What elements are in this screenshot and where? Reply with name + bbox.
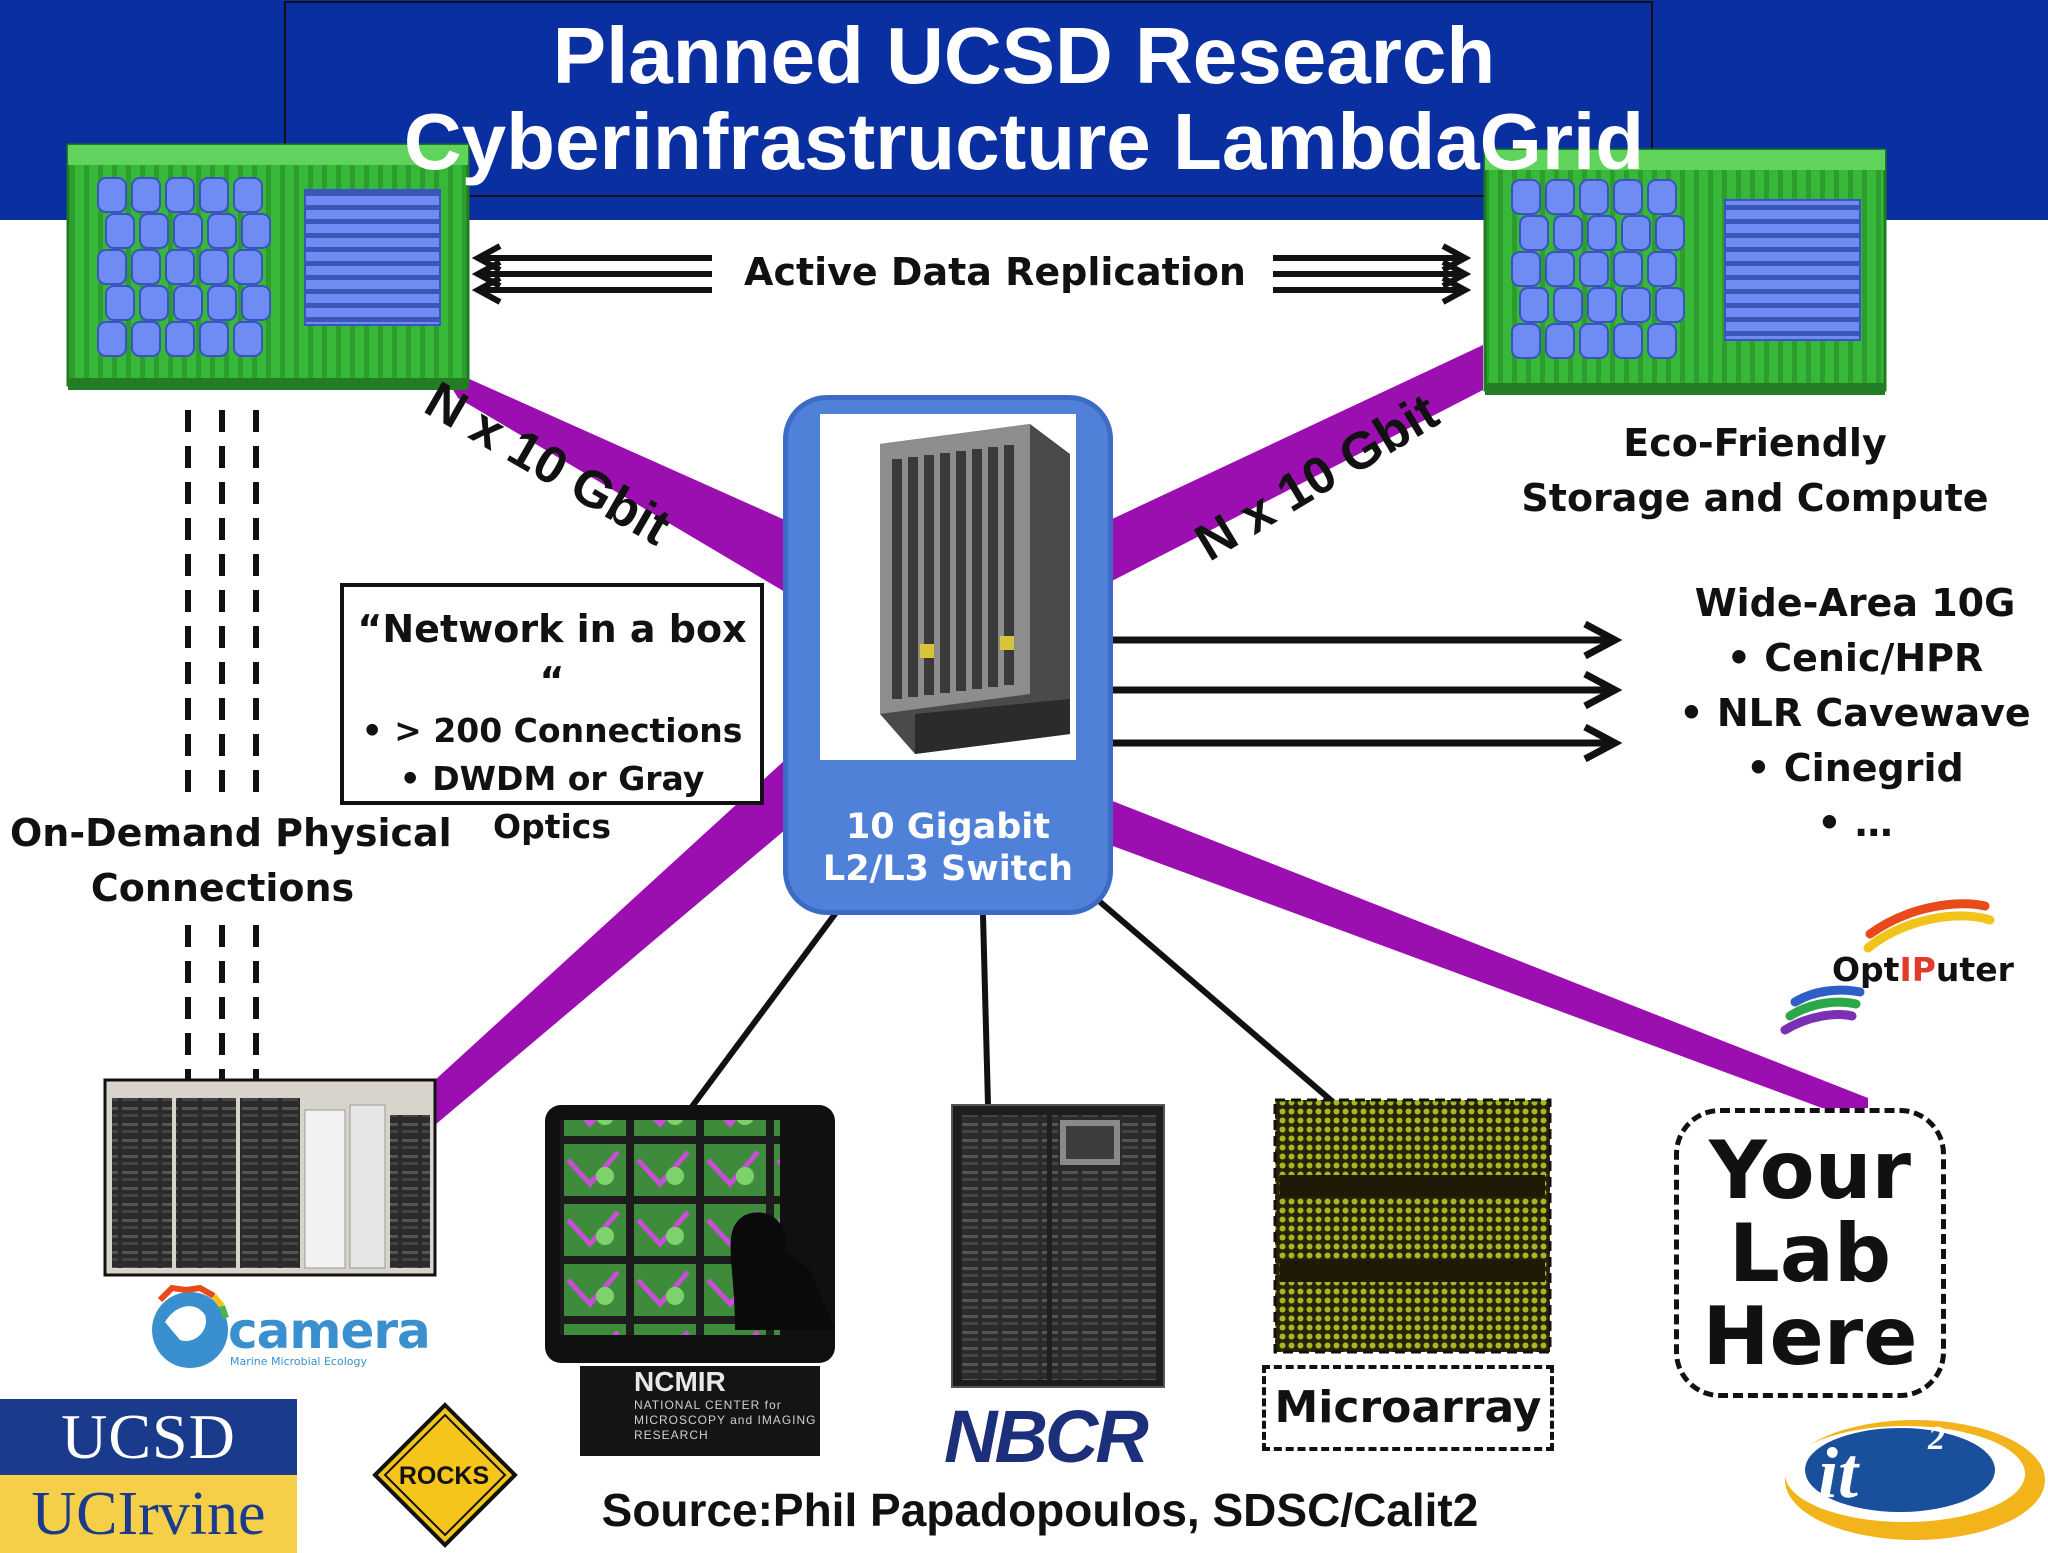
replication-label: Active Data Replication <box>744 250 1246 294</box>
optiputer-logo-text: OptIPuter <box>1832 950 2014 989</box>
ondemand-label-line2: Connections <box>90 866 355 910</box>
optiputer-pre: Opt <box>1832 950 1900 989</box>
camera-logo-text: camera <box>228 1302 431 1360</box>
widearea-item: • NLR Cavewave <box>1679 691 2031 735</box>
camera-logo <box>152 1284 229 1368</box>
title-frame <box>284 1 1653 197</box>
optiputer-swoosh <box>1780 899 1995 1035</box>
switch-chassis-icon <box>880 424 1070 754</box>
rocks-logo-text: ROCKS <box>398 1462 490 1490</box>
wide-area-arrows <box>1110 620 1623 763</box>
ucirvine-logo-text: UCIrvine <box>0 1475 297 1553</box>
nbcr-logo: NBCR <box>944 1395 1149 1478</box>
ncmir-logo <box>580 1366 820 1456</box>
site-connectors <box>685 892 1342 1114</box>
network-in-a-box-callout: “Network in a box “ • > 200 Connections … <box>340 583 764 846</box>
storage-container-right <box>1483 148 1887 395</box>
netbox-item: • DWDM or Gray <box>399 759 705 798</box>
your-lab-here-box: Your Lab Here <box>1674 1108 1946 1398</box>
widearea-title: Wide-Area 10G <box>1694 581 2016 625</box>
link-left-container <box>438 365 785 592</box>
ondemand-label-line1: On-Demand Physical <box>10 811 452 855</box>
ncmir-display-photo <box>545 1105 835 1363</box>
link-your-lab <box>1110 800 1868 1125</box>
camera-cluster-photo <box>103 1078 437 1277</box>
storage-container-left <box>66 143 470 390</box>
netbox-item: • > 200 Connections <box>361 711 743 750</box>
rocks-logo <box>372 1402 518 1548</box>
ncmir-logo-text: NCMIR <box>634 1366 726 1397</box>
link-right-container <box>1110 345 1483 582</box>
ucsd-logo-text: UCSD <box>0 1399 297 1475</box>
microarray-photo <box>1273 1098 1552 1354</box>
netbox-item: Optics <box>493 807 611 846</box>
slide-title-line1: Planned UCSD Research <box>552 11 1496 100</box>
switch-label-line2: L2/L3 Switch <box>822 849 1074 889</box>
ncmir-logo-description: NATIONAL CENTER for MICROSCOPY and IMAGI… <box>634 1398 817 1442</box>
optiputer-ip: IP <box>1899 950 1936 989</box>
switch-label: 10 Gigabit L2/L3 Switch <box>783 806 1113 890</box>
source-credit: Source:Phil Papadopoulos, SDSC/Calit2 <box>601 1484 1479 1536</box>
ucsd-ucirvine-logo: UCSD UCIrvine <box>0 1399 297 1553</box>
netbox-title: “Network in a box “ <box>357 607 747 703</box>
optiputer-post: uter <box>1935 950 2014 989</box>
switch-label-line1: 10 Gigabit <box>845 807 1051 847</box>
camera-logo-subtitle: Marine Microbial Ecology <box>230 1355 367 1368</box>
ondemand-dashes <box>185 410 259 1125</box>
eco-label-line1: Eco-Friendly <box>1623 421 1887 465</box>
your-lab-line2: Lab <box>1728 1207 1892 1300</box>
eco-label-line2: Storage and Compute <box>1521 476 1989 520</box>
widearea-item: • … <box>1817 801 1893 845</box>
your-lab-line1: Your <box>1709 1124 1911 1217</box>
nbcr-rack-photo <box>951 1104 1165 1388</box>
replication-arrows <box>471 243 1472 305</box>
link-camera <box>435 760 785 1125</box>
your-lab-line3: Here <box>1702 1290 1918 1383</box>
it2-logo <box>1785 1420 2045 1540</box>
switch-photo <box>820 414 1076 760</box>
microarray-label: Microarray <box>1262 1365 1554 1451</box>
fiber-links <box>435 345 1868 1125</box>
widearea-item: • Cinegrid <box>1746 746 1964 790</box>
widearea-item: • Cenic/HPR <box>1726 636 1984 680</box>
it2-logo-superscript: 2 <box>1928 1420 1945 1457</box>
slide-title-line2: Cyberinfrastructure LambdaGrid <box>403 97 1645 186</box>
it2-logo-text: it <box>1818 1433 1859 1513</box>
